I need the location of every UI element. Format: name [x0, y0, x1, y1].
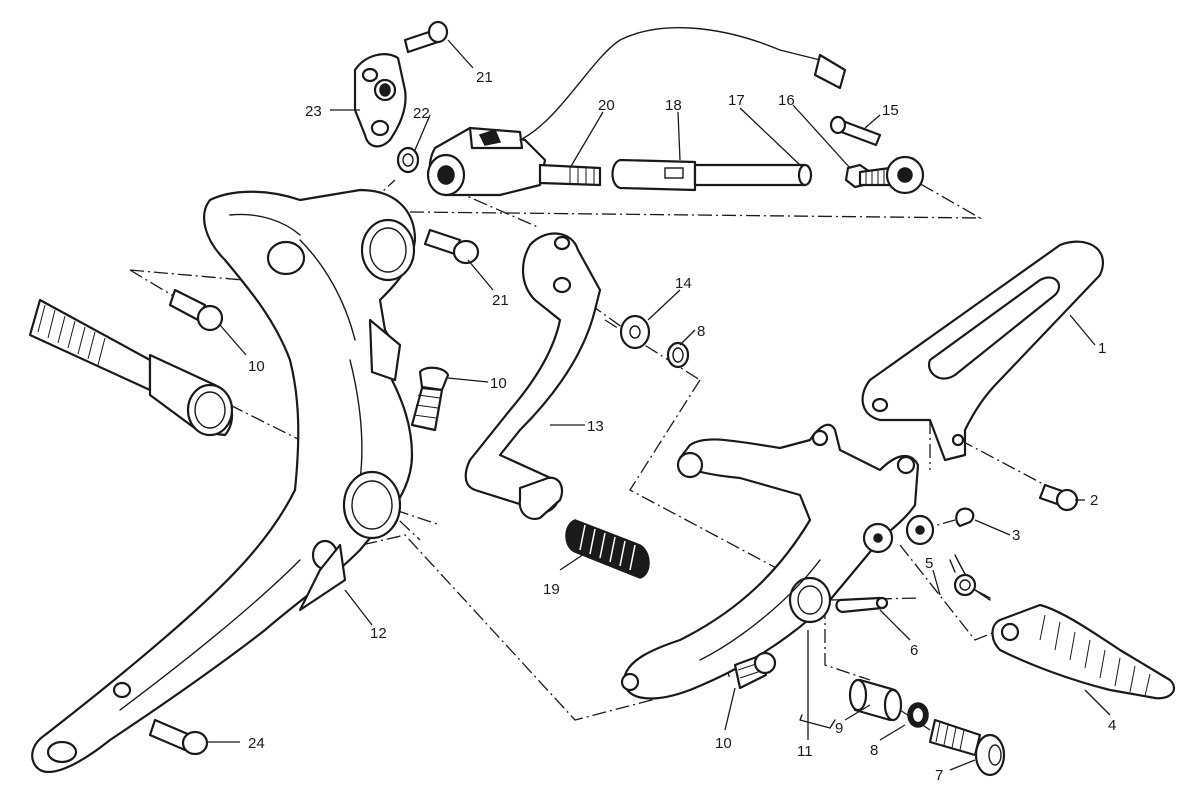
part-19-rubber-grip — [565, 519, 650, 579]
callout-4: 4 — [1108, 717, 1116, 734]
callout-15: 15 — [882, 102, 899, 119]
part-6-pin — [835, 596, 889, 614]
washers-top — [619, 314, 690, 369]
callout-13: 13 — [587, 418, 604, 435]
callout-5: 5 — [925, 555, 933, 572]
left-bolts — [148, 228, 480, 756]
callout-14: 14 — [675, 275, 692, 292]
callout-19: 19 — [543, 581, 560, 598]
linkage-rod-assembly — [353, 20, 925, 197]
callout-21-lower: 21 — [492, 292, 509, 309]
part-11-clip — [799, 714, 836, 729]
part-12-rear-set-bracket — [31, 188, 417, 773]
callout-17: 17 — [728, 92, 745, 109]
callout-1: 1 — [1098, 340, 1106, 357]
bottom-bolt — [733, 651, 777, 690]
callout-7: 7 — [935, 767, 943, 784]
callout-12: 12 — [370, 625, 387, 642]
callout-6: 6 — [910, 642, 918, 659]
callout-8-bottom: 8 — [870, 742, 878, 759]
callout-8-top: 8 — [697, 323, 705, 340]
callout-11: 11 — [797, 743, 813, 760]
callout-9: 9 — [835, 720, 843, 737]
part-13-shift-lever — [464, 232, 602, 520]
bushing-washer-bolt — [848, 678, 1006, 777]
callout-2: 2 — [1090, 492, 1098, 509]
callout-3: 3 — [1012, 527, 1020, 544]
clip-and-spring — [949, 507, 991, 601]
callout-18: 18 — [665, 97, 682, 114]
part-2-bolt — [1038, 483, 1079, 512]
callout-10-left: 10 — [248, 358, 265, 375]
footpeg-bracket — [620, 423, 935, 700]
callout-22: 22 — [413, 105, 430, 122]
callout-10-bottom: 10 — [715, 735, 732, 752]
pivot-shaft — [28, 298, 234, 437]
callout-16: 16 — [778, 92, 795, 109]
callout-labels: 1 2 3 4 5 6 7 8 8 9 10 10 10 11 12 13 14… — [248, 69, 1116, 784]
callout-21-top: 21 — [476, 69, 493, 86]
callout-10-center: 10 — [490, 375, 507, 392]
callout-24: 24 — [248, 735, 265, 752]
leader-lines — [208, 39, 1111, 771]
part-4-footpeg — [991, 603, 1176, 700]
callout-20: 20 — [598, 97, 615, 114]
part-1-heel-guard — [861, 240, 1104, 462]
callout-23: 23 — [305, 103, 322, 120]
